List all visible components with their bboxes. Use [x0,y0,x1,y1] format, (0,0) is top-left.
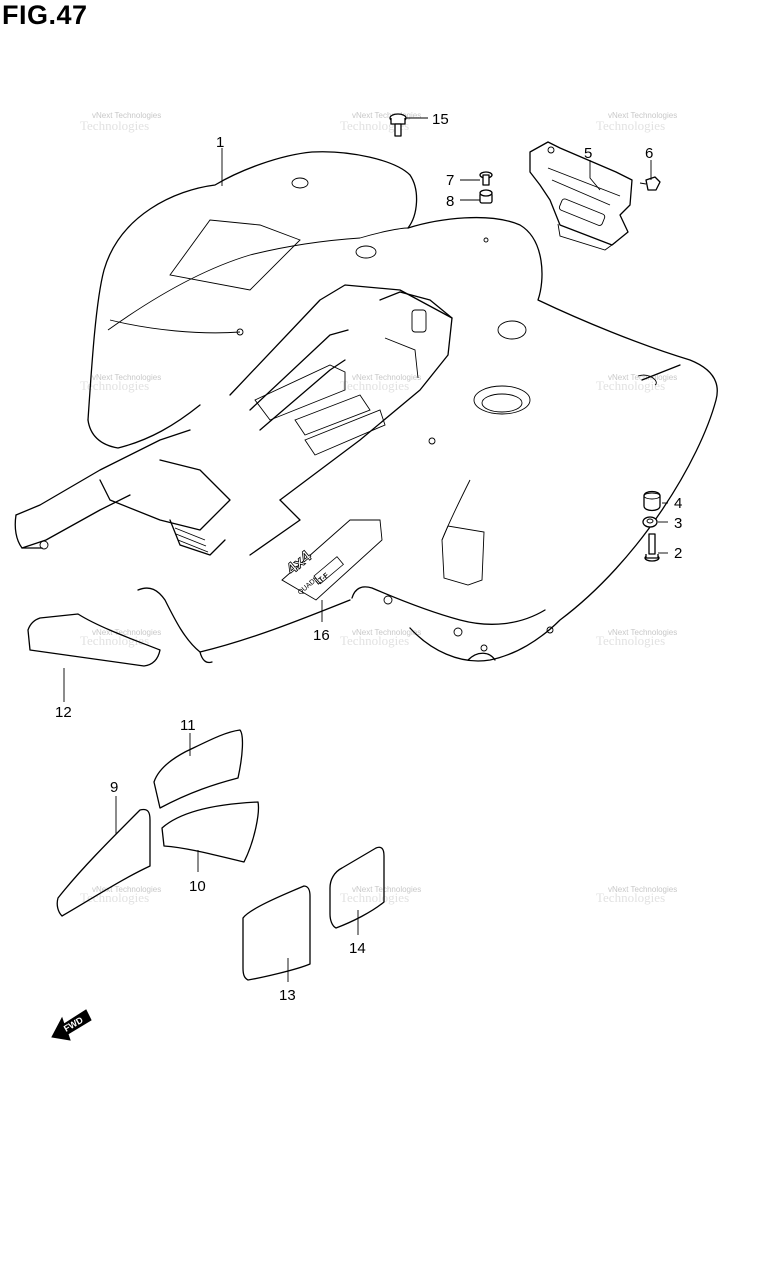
fwd-arrow: FWD [51,1009,92,1041]
rear-fender [14,151,718,664]
decal-14 [329,846,385,929]
watermark: Technologies [80,890,149,905]
callout-12: 12 [55,704,72,721]
watermark: Technologies [80,378,149,393]
watermark: Technologies [596,633,665,648]
leader-lines [63,117,668,982]
watermark: Technologies [80,118,149,133]
decal-13 [242,885,311,981]
watermark: Technologies [340,378,409,393]
decal-4x4-text: 4x4 [284,548,315,578]
watermark: Technologies [80,633,149,648]
screw-7 [479,171,493,186]
callout-15: 15 [432,111,449,128]
callout-13: 13 [279,987,296,1004]
watermark: Technologies [340,890,409,905]
callout-labels: 1 2 3 4 5 6 7 8 9 10 11 12 13 14 15 16 [55,111,682,1004]
callout-4: 4 [674,495,682,512]
decal-11 [153,729,244,809]
callout-6: 6 [645,145,653,162]
callout-9: 9 [110,779,118,796]
washer-3 [642,516,658,528]
callout-7: 7 [446,172,454,189]
watermark: Technologies [596,890,665,905]
screw-15 [389,113,407,137]
grommet-4 [643,490,661,512]
watermark: Technologies [596,118,665,133]
callout-16: 16 [313,627,330,644]
callout-8: 8 [446,193,454,210]
clip-6 [639,176,661,191]
callout-5: 5 [584,145,592,162]
decal-12 [27,613,161,667]
watermark: vNext Technologies [352,628,421,637]
watermark: vNext Technologies [352,373,421,382]
callout-10: 10 [189,878,206,895]
watermark: vNext Technologies [352,885,421,894]
callout-3: 3 [674,515,682,532]
watermark: vNext Technologies [92,628,161,637]
callout-11: 11 [180,717,196,734]
figure-title: FIG.47 [2,0,88,30]
watermark: Technologies [596,378,665,393]
decal-10 [161,801,260,863]
watermark: vNext Technologies [352,111,421,120]
callout-2: 2 [674,545,682,562]
watermark: Technologies [340,633,409,648]
watermark: vNext Technologies [608,373,677,382]
watermark: vNext Technologies [608,111,677,120]
decal-4x4: 4x4 QUADMATIC LT-F [281,519,383,601]
watermark: vNext Technologies [608,628,677,637]
decal-9 [56,808,151,917]
watermark: vNext Technologies [92,373,161,382]
callout-1: 1 [216,134,224,151]
watermark: vNext Technologies [92,111,161,120]
bracket-5 [529,141,633,251]
callout-14: 14 [349,940,366,957]
watermark: vNext Technologies [92,885,161,894]
watermark: vNext Technologies [608,885,677,894]
nut-8 [479,189,493,204]
watermark-group: Technologies vNext Technologies Technolo… [80,111,677,905]
bolt-2 [644,533,660,562]
